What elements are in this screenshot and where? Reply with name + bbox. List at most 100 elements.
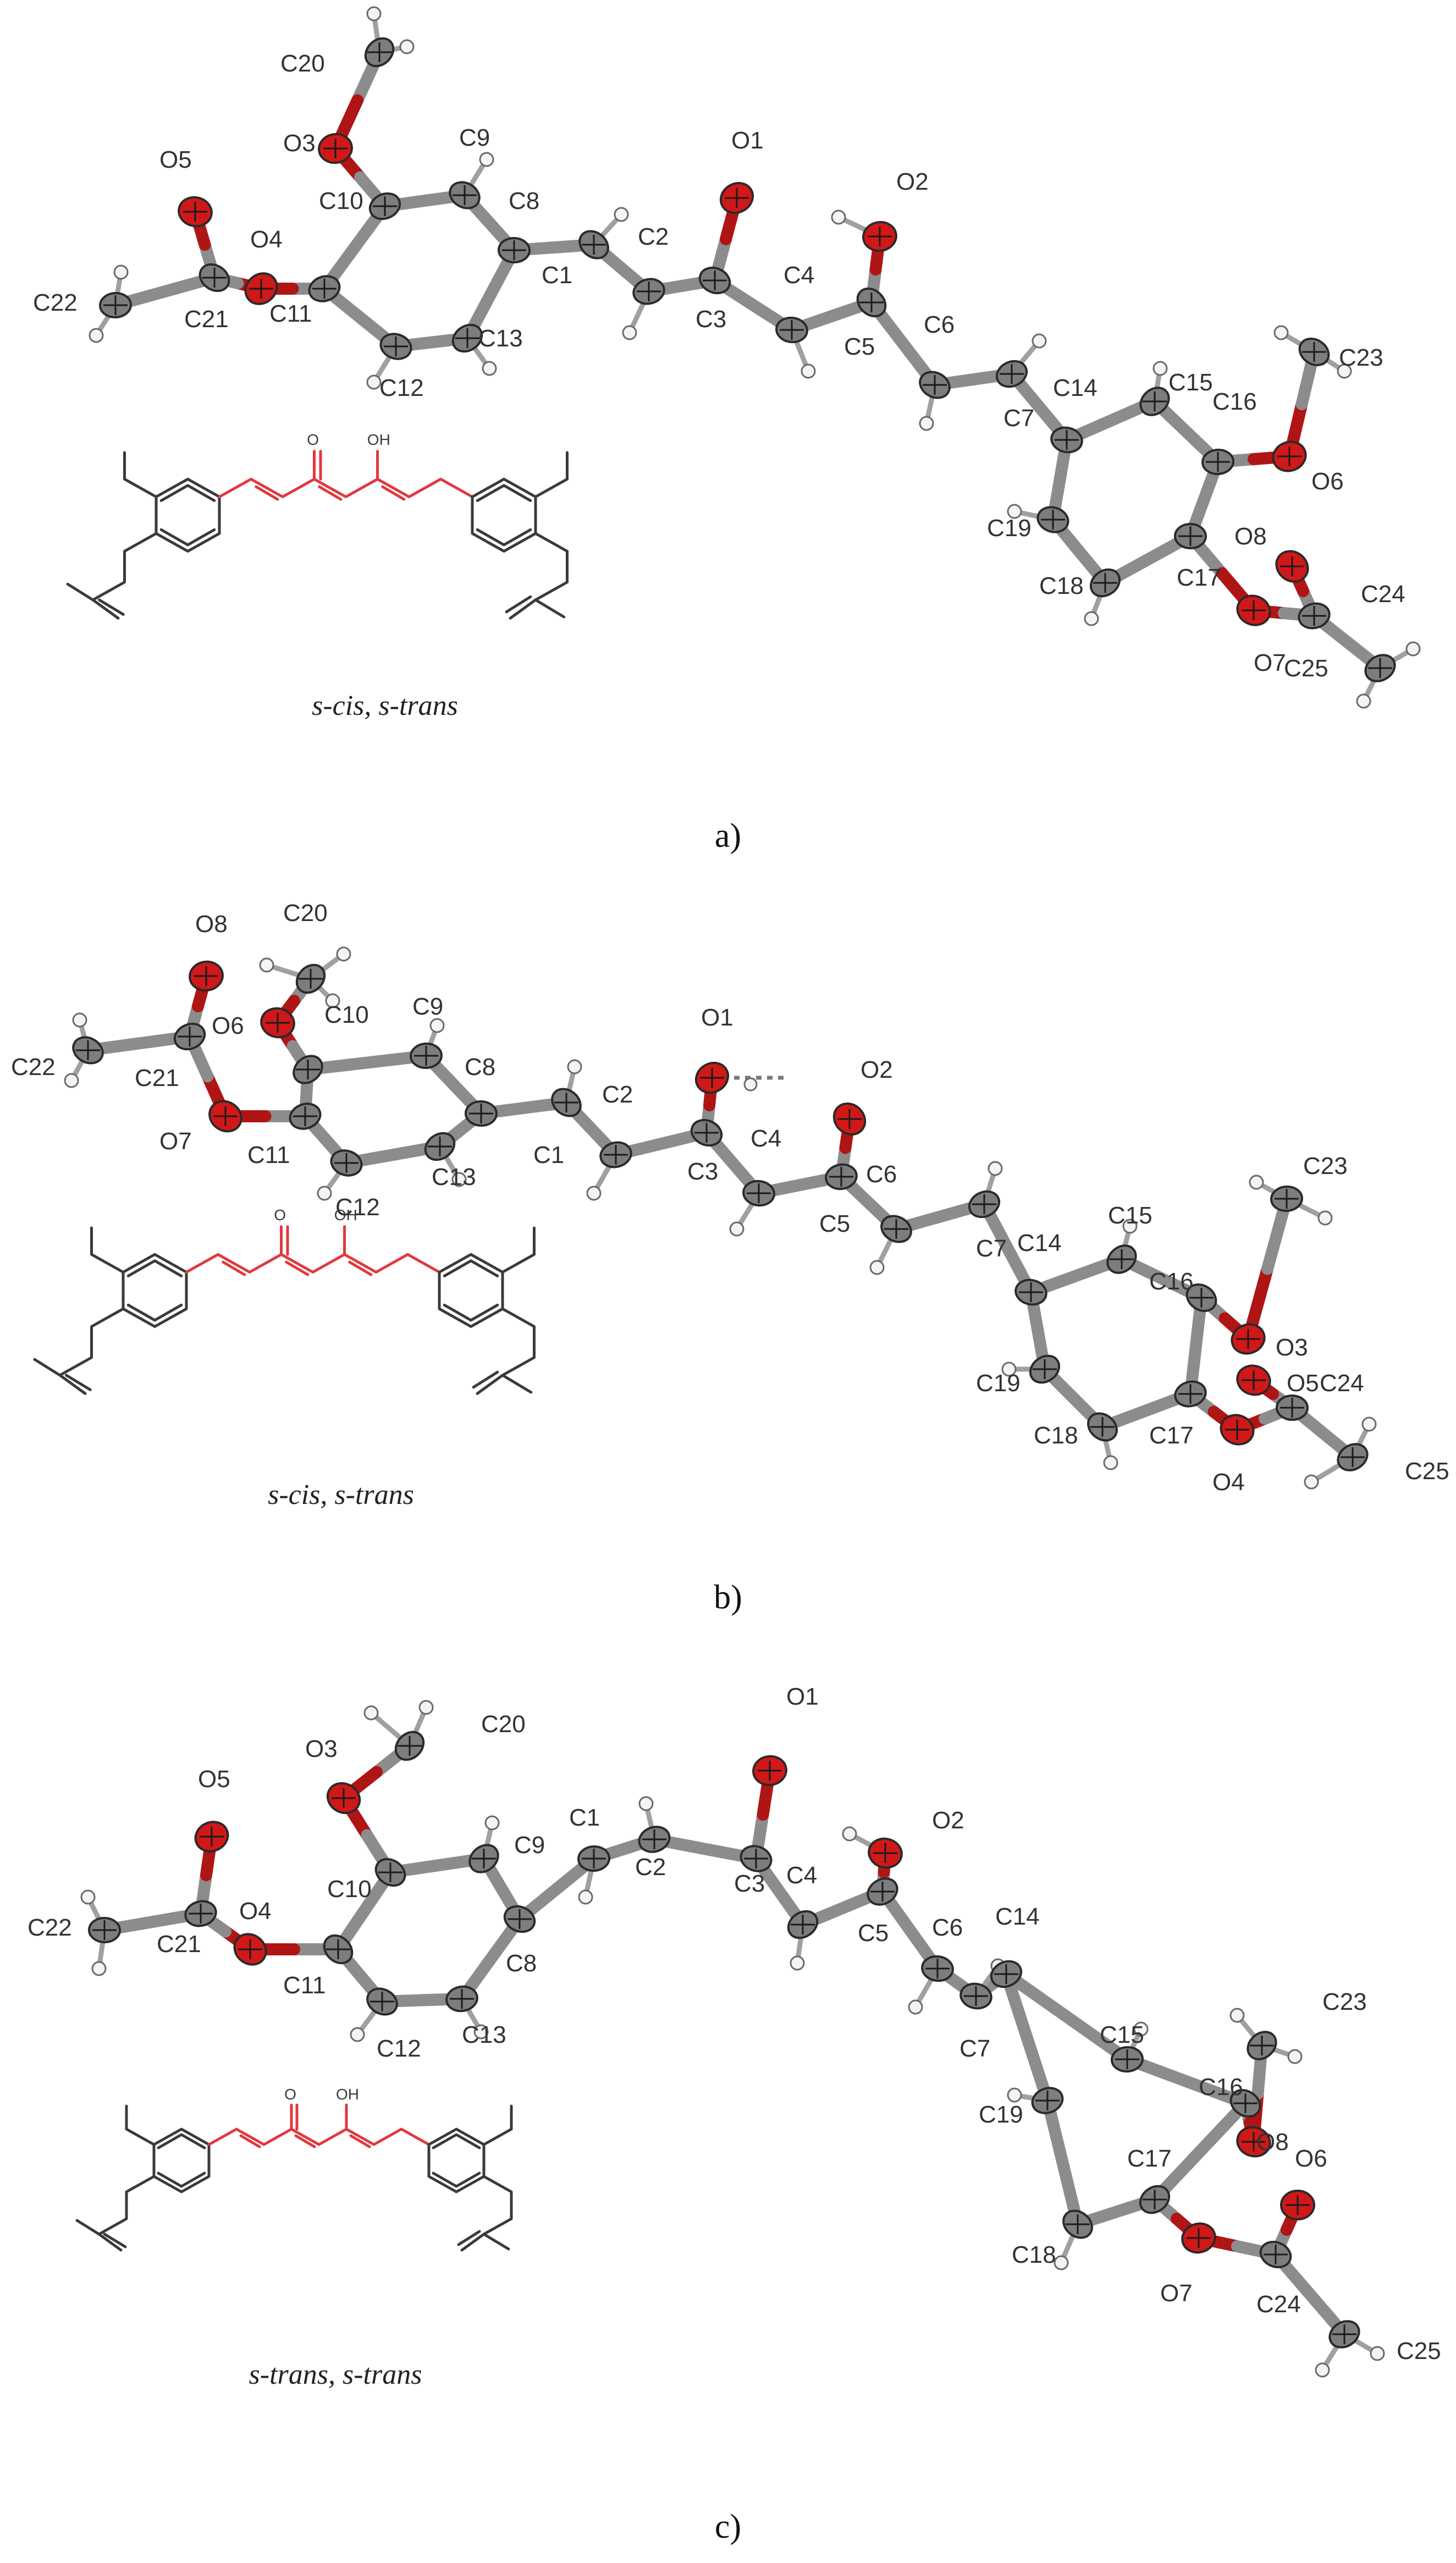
hydrogen-atom	[350, 2027, 365, 2042]
hydrogen-atom	[1315, 2362, 1330, 2378]
atom-label-c17: C17	[1177, 564, 1221, 591]
hydrogen-atom	[1273, 325, 1289, 340]
atom-label-c9: C9	[514, 1832, 545, 1859]
skeletal-right-ring-inner-2	[443, 1303, 499, 1322]
hydrogen-atom	[451, 1172, 467, 1187]
hydrogen-atom	[567, 1059, 582, 1074]
atom-label-c11: C11	[269, 300, 312, 327]
bond-C24-C25	[1270, 2248, 1350, 2340]
skeletal-right-ring-inner-2	[432, 2171, 481, 2188]
hydrogen-atom	[1361, 1416, 1377, 1432]
skeletal-enol-label: OH	[336, 2086, 359, 2103]
atom-label-c10: C10	[319, 188, 363, 214]
atom-label-o3: O3	[283, 130, 316, 157]
atom-label-c24: C24	[1320, 1370, 1364, 1397]
hydrogen-atom	[1084, 611, 1099, 626]
hydrogen-atom	[113, 264, 129, 280]
hydrogen-atom	[1122, 1219, 1138, 1234]
skeletal-left-ring-inner-2	[157, 2171, 206, 2188]
bond-C2-C3	[648, 1833, 762, 1865]
hydrogen-atom	[366, 6, 382, 21]
skeletal-right-ring-inner	[443, 1259, 499, 1277]
skeletal-linker-db1	[222, 1260, 246, 1276]
atom-label-c6: C6	[932, 1914, 963, 1941]
skeletal-right-ring	[438, 1253, 504, 1328]
atom-label-c25: C25	[1284, 655, 1328, 682]
skeletal-right-ring-inner	[432, 2133, 481, 2149]
atom-label-c3: C3	[734, 1870, 765, 1897]
hydrogen-atom	[429, 1018, 445, 1033]
bond-C8-C1	[514, 1853, 600, 1925]
hydrogen-group	[89, 6, 1421, 709]
skeletal-right-acetate-me	[501, 1374, 533, 1394]
atom-label-o1: O1	[731, 127, 764, 154]
skeletal-right-ring-inner-2	[476, 528, 532, 547]
atom-label-c18: C18	[1039, 572, 1084, 599]
atom-label-o3: O3	[305, 1735, 338, 1762]
atom-label-c5: C5	[844, 333, 875, 360]
hydrogen-atom	[1133, 2021, 1149, 2037]
atom-label-c12: C12	[379, 374, 424, 401]
atom-label-c17: C17	[1127, 2145, 1172, 2172]
skeletal-right-acetate	[534, 532, 569, 602]
atom-label-c12: C12	[377, 2035, 421, 2062]
conformation-label: s-cis, s-trans	[268, 1479, 414, 1511]
hydrogen-atom	[1032, 333, 1047, 349]
atom-label-c22: C22	[27, 1914, 72, 1941]
atom-label-c20: C20	[481, 1711, 526, 1738]
skeletal-linker-db2	[294, 2134, 316, 2148]
atom-label-c13: C13	[432, 1164, 476, 1190]
skeletal-right-acetate-me	[482, 2233, 510, 2251]
hydrogen-atom	[790, 1955, 805, 1971]
atom-label-c10: C10	[324, 1001, 369, 1028]
atom-label-c19: C19	[979, 2101, 1023, 2128]
bond-group	[98, 1740, 1350, 2340]
atom-label-c14: C14	[1053, 374, 1097, 401]
hydrogen-atom	[418, 1700, 434, 1715]
hydrogen-atom	[317, 1186, 332, 1201]
skeletal-left-acetate-o2	[98, 598, 125, 616]
atom-label-c8: C8	[506, 1950, 537, 1977]
bond-C5-C6	[876, 1886, 944, 1975]
hydrogen-atom	[1229, 2008, 1245, 2023]
atom-label-c3: C3	[696, 306, 726, 333]
atom-label-o5: O5	[159, 146, 192, 173]
skeletal-left-ring-inner	[157, 2133, 206, 2149]
atom-label-c6: C6	[866, 1161, 897, 1188]
skeletal-carbonyl-label: O	[284, 2086, 296, 2103]
atom-label-c4: C4	[784, 262, 814, 289]
bond-C10-C9	[384, 1853, 490, 1878]
atom-label-c4: C4	[786, 1862, 817, 1889]
bond-C19-C14	[1047, 434, 1073, 526]
skeletal-left-ring-inner	[126, 1259, 183, 1277]
skeletal-left-acetate-o	[58, 1374, 87, 1395]
hydrogen-atom	[1007, 504, 1022, 519]
atom-label-o6: O6	[212, 1012, 244, 1039]
hydrogen-atom	[908, 1999, 923, 2015]
atom-label-c15: C15	[1100, 2021, 1144, 2048]
atom-label-o4: O4	[239, 1898, 272, 1925]
bond-C18-C19	[1041, 2095, 1084, 2230]
bond-C14-C15	[1000, 1968, 1133, 2065]
atom-label-c12: C12	[335, 1194, 380, 1221]
panel-caption: a)	[715, 817, 741, 855]
atom-label-c20: C20	[283, 900, 328, 927]
atom-label-c5: C5	[819, 1210, 850, 1237]
atom-label-c21: C21	[157, 1931, 201, 1958]
atom-label-c1: C1	[542, 262, 572, 289]
skeletal-left-ring-inner-2	[126, 1303, 183, 1322]
bond-C8-C13	[456, 1913, 526, 2005]
atom-label-o7: O7	[159, 1128, 192, 1155]
skeletal-left-acetate-o2	[103, 2233, 127, 2248]
atom-label-c5: C5	[858, 1920, 889, 1947]
hydrogen-atom	[1317, 1210, 1333, 1226]
skeletal-left-methoxy	[125, 2104, 156, 2146]
hydrogen-atom	[479, 152, 494, 167]
skeletal-left-ring-inner	[159, 484, 216, 502]
hydrogen-atom	[80, 1889, 96, 1905]
skeletal-linker-db3	[381, 485, 406, 501]
atom-label-c9: C9	[412, 993, 443, 1020]
bond-C21-C22	[109, 272, 220, 311]
